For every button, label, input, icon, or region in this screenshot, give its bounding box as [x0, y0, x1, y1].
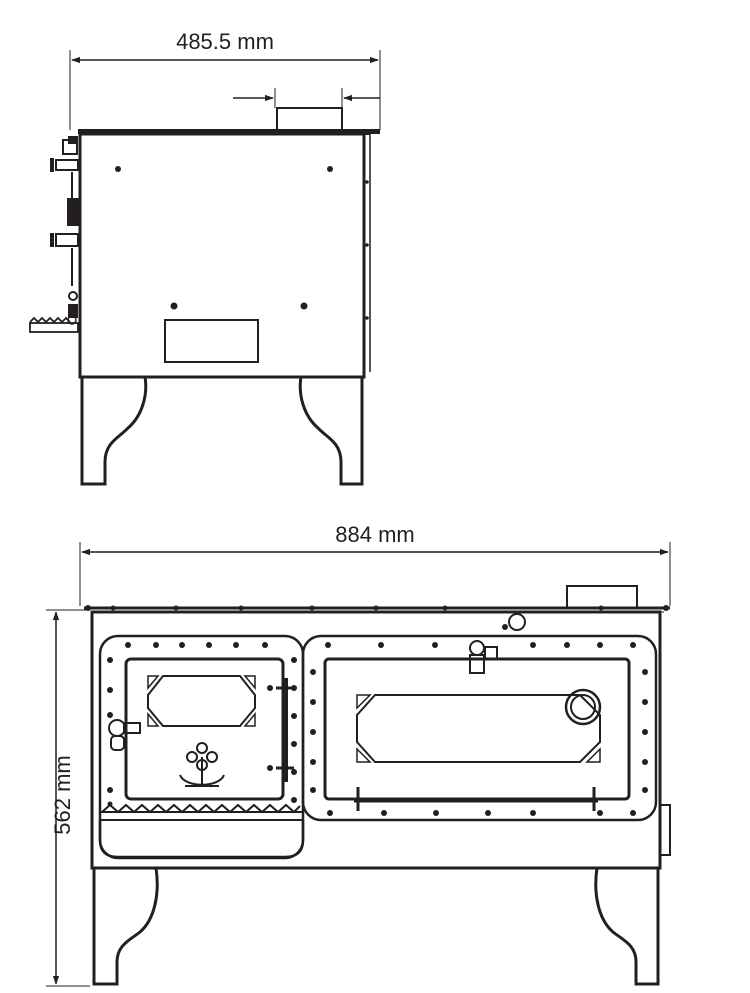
thermometer-gauge-icon — [564, 688, 602, 726]
side-bolts — [115, 166, 369, 320]
firebox-door-frame — [98, 634, 305, 860]
front-top-rivets — [85, 605, 669, 611]
anchor-flower-emblem-icon — [179, 742, 225, 787]
firebox-door-hinge[interactable] — [267, 678, 294, 782]
front-flue-collar — [566, 585, 638, 609]
oven-window-corners — [356, 694, 601, 763]
oven-door-handle[interactable] — [354, 787, 598, 811]
oven-door — [323, 657, 631, 801]
front-view: 884 mm 562 mm — [46, 522, 671, 987]
ash-drawer[interactable] — [98, 801, 305, 859]
side-flue-collar — [276, 107, 343, 131]
front-height-label: 562 mm — [50, 755, 75, 834]
front-body — [90, 610, 662, 870]
side-depth-dimension: 485.5 mm — [69, 29, 381, 130]
side-legs — [80, 376, 364, 486]
firebox-window-corners — [147, 675, 256, 727]
side-control-knob — [659, 804, 671, 856]
firebox-frame-rivets — [107, 642, 297, 803]
firebox-door — [124, 657, 285, 801]
oven-door-window — [356, 694, 601, 763]
side-door-hinges — [50, 136, 79, 325]
oven-door-latch[interactable] — [469, 640, 498, 674]
firebox-door-window — [147, 675, 256, 727]
side-top-plate — [78, 129, 380, 134]
front-height-dimension: 562 mm — [46, 609, 90, 987]
side-view: 485.5 mm — [29, 29, 381, 486]
front-width-label: 884 mm — [335, 522, 414, 547]
oven-frame-rivets — [310, 642, 648, 816]
top-damper-knob — [502, 613, 526, 631]
side-depth-label: 485.5 mm — [176, 29, 274, 54]
front-legs — [92, 867, 660, 986]
front-width-dimension: 884 mm — [79, 522, 671, 606]
side-grate-teeth — [29, 316, 79, 333]
firebox-door-latch — [108, 719, 141, 751]
side-body — [78, 132, 366, 379]
flue-dimension — [233, 88, 380, 108]
side-ash-opening — [164, 319, 259, 363]
oven-door-frame — [301, 634, 658, 822]
